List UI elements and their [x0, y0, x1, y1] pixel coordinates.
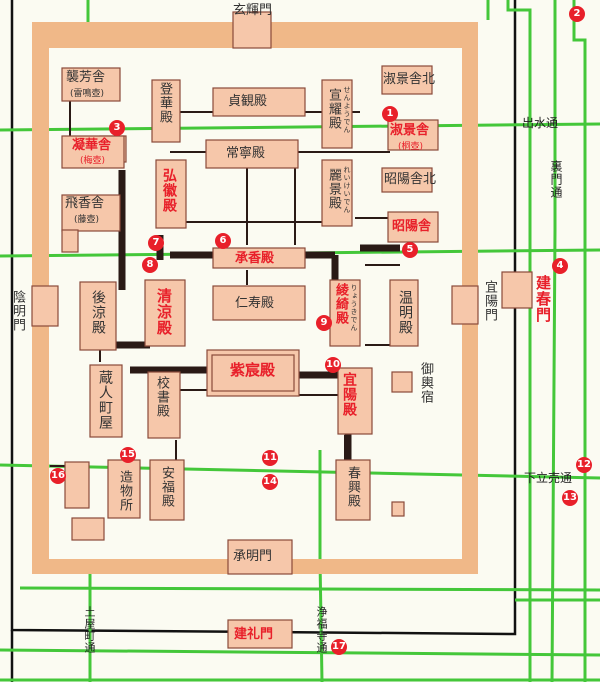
corridors	[50, 100, 400, 467]
buildings	[31, 11, 533, 649]
